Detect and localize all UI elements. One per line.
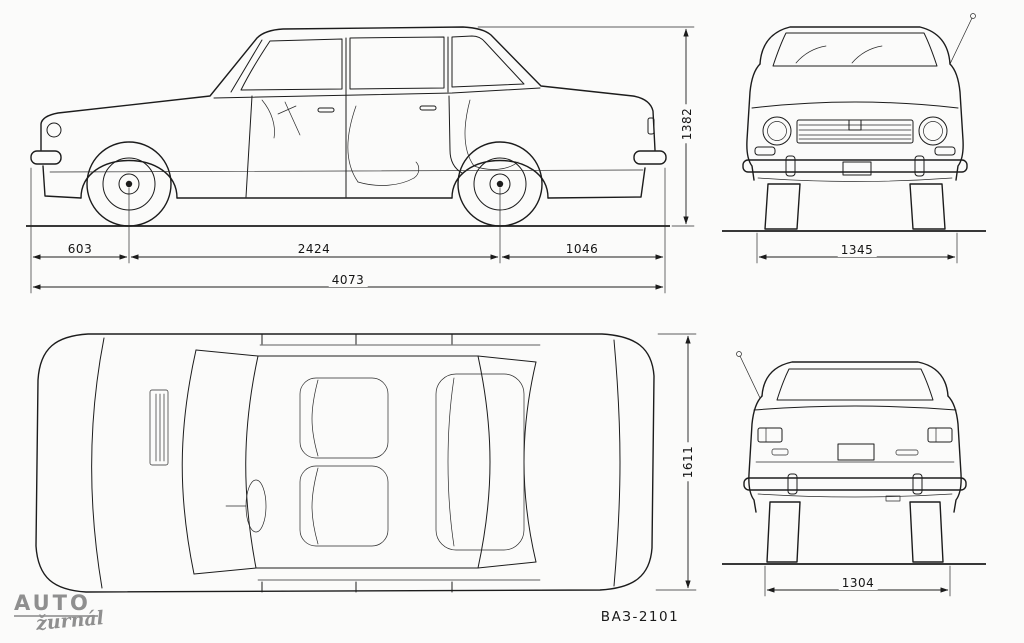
watermark-line1: AUTO xyxy=(14,591,98,617)
front-bumper xyxy=(30,150,62,165)
trunk-edge xyxy=(753,405,957,411)
wiper xyxy=(795,45,827,64)
grille xyxy=(796,119,914,144)
front-seat xyxy=(299,377,389,459)
front-wheel-arch xyxy=(80,159,178,199)
front-seat xyxy=(299,465,389,547)
beltline xyxy=(213,87,541,99)
front-right-tire xyxy=(909,183,946,230)
roof-front-edge xyxy=(245,355,259,569)
dim-rear-overhang-label: 1046 xyxy=(562,242,602,256)
watermark-logo: AUTO žurnál xyxy=(14,591,105,635)
taillight xyxy=(757,427,783,443)
rear-window xyxy=(776,368,934,401)
dim-rear-track-label: 1304 xyxy=(838,576,878,590)
rear-right-tire xyxy=(909,501,944,563)
taillight xyxy=(927,427,953,443)
rear-door-window xyxy=(349,36,445,90)
dim-overall-height-label: 1382 xyxy=(680,104,694,144)
roof-rear-edge xyxy=(477,355,491,569)
bumper-overrider xyxy=(787,473,798,495)
front-left-tire xyxy=(764,183,801,230)
hood-seam xyxy=(91,337,105,589)
dim-front-overhang-label: 603 xyxy=(64,242,96,256)
quarter-window xyxy=(451,35,525,88)
dim-overall-width-label: 1611 xyxy=(681,442,695,482)
wiper xyxy=(851,45,883,64)
plan-interior xyxy=(149,373,525,551)
windshield-edge xyxy=(230,39,263,93)
plan-body-outline xyxy=(35,333,655,593)
headlight xyxy=(918,116,948,146)
dim-wheelbase-label: 2424 xyxy=(294,242,334,256)
badge xyxy=(771,448,789,456)
bumper-overrider xyxy=(785,155,796,177)
front-roof xyxy=(759,26,951,65)
model-label: ВАЗ-2101 xyxy=(600,609,680,625)
turn-signal xyxy=(754,146,776,156)
rear-window-base xyxy=(523,361,537,563)
door-handle xyxy=(419,105,437,111)
windshield xyxy=(772,32,938,67)
license-plate xyxy=(842,161,872,176)
antenna xyxy=(739,355,761,399)
side-body-outline xyxy=(40,26,656,151)
steering-wheel xyxy=(245,479,267,533)
front-door-window xyxy=(240,38,343,91)
taillight xyxy=(647,117,655,135)
front-view xyxy=(722,13,986,264)
rear-wheel-arch xyxy=(451,159,549,199)
bumper-overrider xyxy=(914,155,925,177)
rear-dimension-lines xyxy=(764,565,951,597)
dim-overall-length-label: 4073 xyxy=(328,273,368,287)
rear-bumper xyxy=(633,150,667,165)
rear-roof xyxy=(761,361,949,397)
antenna xyxy=(949,17,973,65)
windshield-base xyxy=(181,349,197,575)
rear-bumper xyxy=(743,477,967,491)
hood-edge xyxy=(751,101,959,109)
watermark-line2: žurnál xyxy=(35,607,105,635)
exhaust-tip xyxy=(885,495,901,502)
top-view xyxy=(35,333,697,593)
turn-signal xyxy=(934,146,956,156)
rear-bench-seat xyxy=(435,373,525,551)
front-dimension-lines xyxy=(756,232,958,264)
license-plate xyxy=(837,443,875,461)
door-handle xyxy=(317,107,335,113)
trunk-seam xyxy=(613,339,621,587)
front-bumper xyxy=(742,159,968,173)
headlight xyxy=(762,116,792,146)
bumper-overrider xyxy=(912,473,923,495)
side-interior xyxy=(261,99,519,186)
rear-left-tire xyxy=(766,501,801,563)
headlight xyxy=(46,122,62,138)
rear-view xyxy=(722,351,986,597)
dim-front-track-label: 1345 xyxy=(837,243,877,257)
side-trim-line xyxy=(49,169,644,173)
badge xyxy=(895,449,919,456)
